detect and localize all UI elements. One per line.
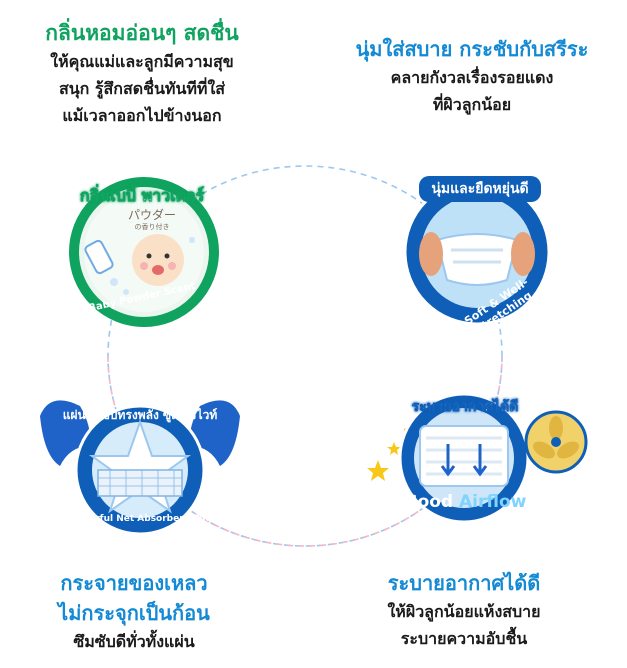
feature-airflow-line: ให้ผิวลูกน้อยแห้งสบาย: [387, 602, 541, 621]
absorb-badge-art: [40, 400, 240, 536]
scent-badge-japanese: パウダー: [127, 208, 176, 222]
airflow-badge-thai: ระบายอากาศได้ดี: [411, 399, 519, 416]
scent-badge: กลิ่นเบบี้ พาวเดอร์ パウダー の香り付き Baby Powd…: [52, 170, 232, 330]
soft-badge: นุ่มและยืดหยุ่นดี Soft & Well-Stretching: [395, 170, 565, 336]
feature-soft-line: คลายกังวลเรื่องรอยแดง: [390, 68, 554, 87]
absorbent-pad-icon: [97, 469, 183, 497]
absorb-badge: แผ่นซึมซับทรงพลัง ซูเปอร์ไวท์ Powerful N…: [30, 386, 250, 536]
arrow-down-icon: [472, 444, 488, 477]
feature-soft-line: ที่ผิวลูกน้อย: [432, 95, 512, 114]
feature-scent-line: ให้คุณแม่และลูกมีความสุข: [50, 52, 234, 71]
feature-soft-text: นุ่มใส่สบาย กระชับกับสรีระ คลายกังวลเรื่…: [322, 34, 622, 118]
hand-icon: [419, 232, 443, 276]
feature-soft-title: นุ่มใส่สบาย กระชับกับสรีระ: [355, 37, 589, 61]
scent-badge-thai: กลิ่นเบบี้ พาวเดอร์: [79, 186, 205, 206]
fabric-icon: [419, 425, 509, 487]
star-icon: [367, 460, 389, 481]
feature-absorb-text: กระจายของเหลว ไม่กระจุกเป็นก้อน ซึมซับดี…: [10, 568, 258, 655]
muscle-arm-icon: [40, 400, 91, 466]
absorb-badge-english: Powerful Net Absorbent Pad: [68, 514, 212, 524]
airflow-badge-airflow: Airflow: [459, 492, 527, 512]
baby-icon: [132, 234, 184, 286]
star-icon: [387, 442, 401, 455]
feature-absorb-title: ไม่กระจุกเป็นก้อน: [58, 601, 210, 625]
scent-badge-art: [69, 177, 219, 327]
soft-badge-thai: นุ่มและยืดหยุ่นดี: [419, 176, 541, 202]
airflow-badge: ระบายอากาศได้ดี Good Airflow: [360, 386, 600, 536]
hand-icon: [511, 232, 535, 276]
soft-badge-art: [403, 178, 551, 326]
feature-scent-text: กลิ่นหอมอ่อนๆ สดชื่น ให้คุณแม่และลูกมีคว…: [8, 18, 276, 129]
muscle-arm-icon: [189, 400, 240, 466]
absorb-badge-thai: แผ่นซึมซับทรงพลัง ซูเปอร์ไวท์: [62, 408, 218, 422]
feature-scent-line: สนุก รู้สึกสดชื่นทันทีที่ใส่: [58, 79, 226, 98]
feature-scent-line: แม้เวลาออกไปข้างนอก: [62, 106, 222, 125]
airflow-badge-art: [367, 392, 588, 524]
airflow-badge-english: Good Airflow: [360, 492, 600, 512]
diaper-icon: [435, 233, 519, 286]
feature-absorb-title: กระจายของเหลว: [60, 571, 208, 595]
feature-scent-title: กลิ่นหอมอ่อนๆ สดชื่น: [45, 21, 239, 45]
feature-airflow-title: ระบายอากาศได้ดี: [387, 571, 541, 595]
airflow-badge-good: Good: [403, 492, 454, 512]
powder-bottle-icon: [84, 239, 114, 275]
feature-absorb-line: ซึมซับดีทั่วทั้งแผ่น: [73, 632, 195, 651]
feature-airflow-text: ระบายอากาศได้ดี ให้ผิวลูกน้อยแห้งสบาย ระ…: [330, 568, 598, 652]
arrow-down-icon: [440, 444, 456, 477]
feature-airflow-line: ระบายความอับชื้น: [400, 629, 528, 648]
scent-badge-japanese-small: の香り付き: [134, 223, 170, 231]
